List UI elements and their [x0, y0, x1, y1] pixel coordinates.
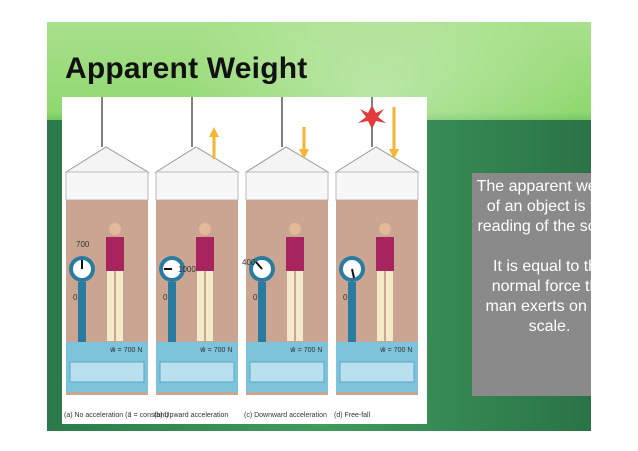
panel-a-weight-label: w⃗ = 700 N	[110, 346, 142, 354]
slide-title: Apparent Weight	[65, 52, 308, 85]
panel-c-zero-label: 0	[253, 293, 258, 302]
panel-b-zero-label: 0	[163, 293, 168, 302]
panel-b-scale-reading: 1000	[178, 265, 196, 274]
panel-a-caption: (a) No acceleration (a⃗ = constant)	[64, 411, 168, 419]
panel-a-scale-reading: 700	[76, 240, 90, 249]
panel-a-zero-label: 0	[73, 293, 78, 302]
panel-c-caption: (c) Downward acceleration	[244, 412, 327, 419]
panel-c-weight-label: w⃗ = 700 N	[290, 346, 322, 354]
snapped-cable-burst	[358, 105, 386, 129]
slide-background: Apparent Weight 700 0 w⃗ = 700 N (a) No …	[47, 22, 591, 431]
explanation-textbox: The apparent weight of an object is the …	[472, 173, 591, 396]
panel-c-scale-reading: 400	[242, 258, 256, 267]
panel-b-caption: (b) Upward acceleration	[154, 412, 228, 419]
panel-d-zero-label: 0	[343, 293, 348, 302]
panel-d-weight-label: w⃗ = 700 N	[380, 346, 412, 354]
panel-b: 1000 0 w⃗ = 700 N (b) Upward acceleratio…	[154, 97, 240, 419]
panel-a: 700 0 w⃗ = 700 N (a) No acceleration (a⃗…	[64, 97, 168, 419]
panel-b-weight-label: w⃗ = 700 N	[200, 346, 232, 354]
panel-d: 0 w⃗ = 700 N (d) Free-fall	[334, 97, 420, 419]
elevator-figure: 700 0 w⃗ = 700 N (a) No acceleration (a⃗…	[62, 97, 427, 424]
panel-d-caption: (d) Free-fall	[334, 412, 371, 419]
explanation-paragraph-2: It is equal to the normal force the man …	[485, 258, 591, 335]
explanation-paragraph-1: The apparent weight of an object is the …	[476, 178, 591, 235]
panel-c: 400 0 w⃗ = 700 N (c) Downward accelerati…	[242, 97, 330, 419]
